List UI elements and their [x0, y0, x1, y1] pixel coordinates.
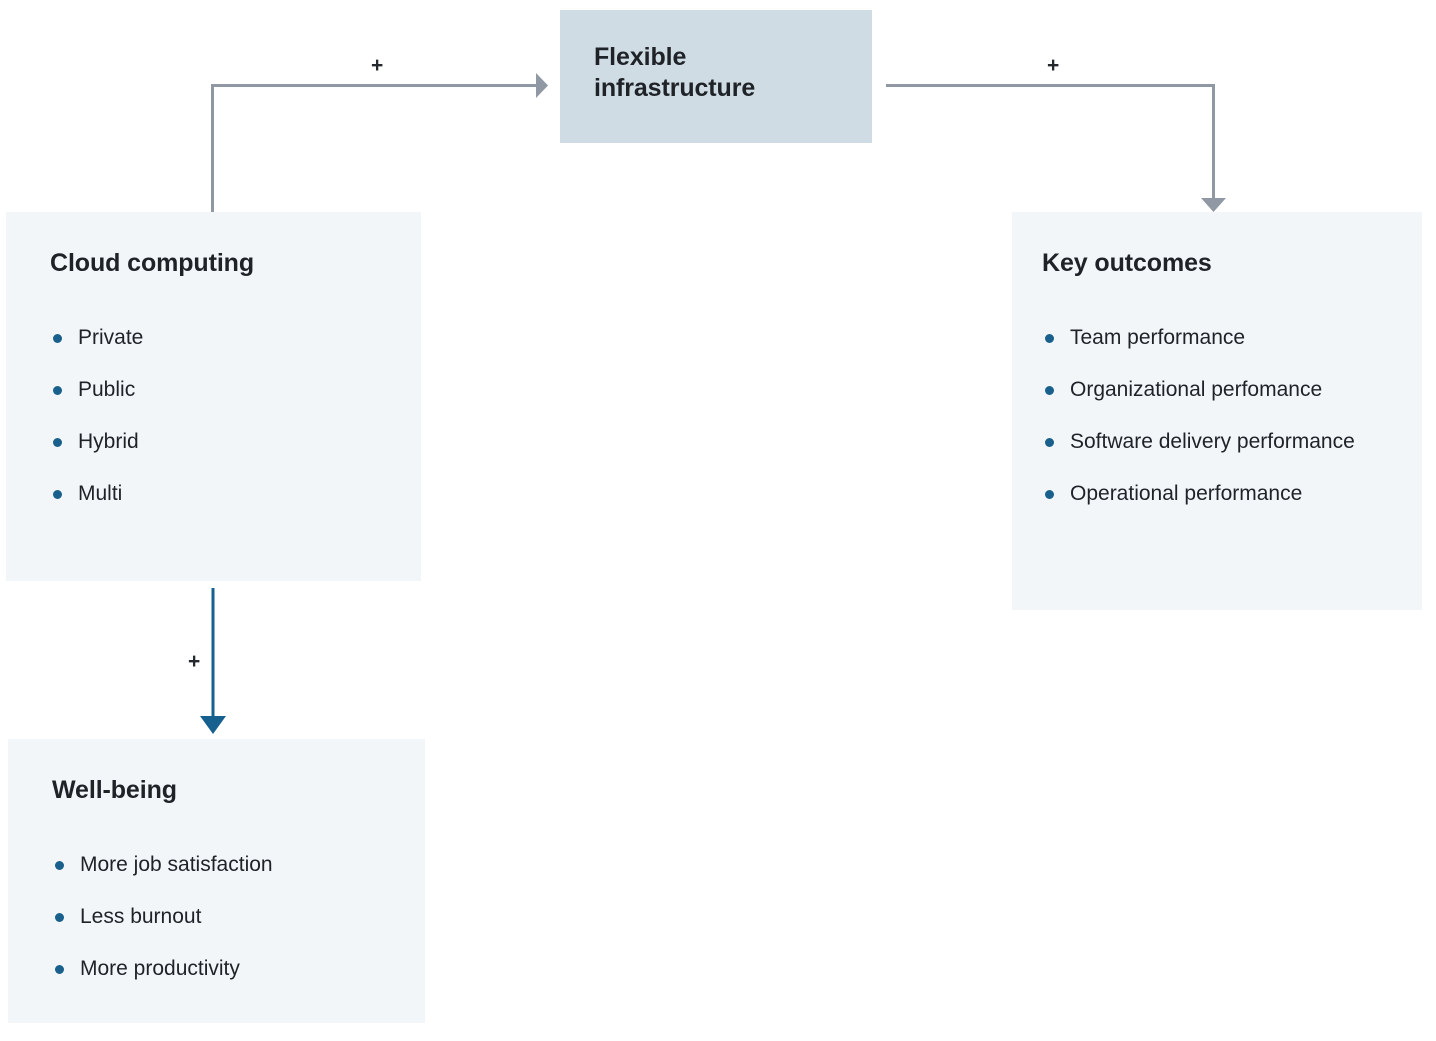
edge-label-flexible-to-outcomes: + [1047, 54, 1060, 77]
list-item-label: More job satisfaction [80, 853, 273, 876]
list-item: Private [50, 324, 390, 352]
node-cloud-computing-title: Cloud computing [50, 249, 255, 277]
list-item: Multi [50, 480, 390, 508]
bullet-icon [55, 912, 64, 922]
list-item: Software delivery performance [1042, 428, 1402, 456]
list-item-label: Team performance [1070, 326, 1246, 349]
bullet-icon [1045, 385, 1054, 395]
bullet-icon [1045, 334, 1054, 343]
list-item-label: Operational performance [1070, 481, 1303, 505]
list-item: Less burnout [52, 903, 392, 931]
list-item-label: Public [78, 377, 136, 401]
list-item-label: Private [78, 326, 144, 349]
list-item: Team performance [1042, 324, 1402, 352]
node-flexible-infrastructure-title: Flexible infrastructure [594, 43, 756, 103]
bullet-icon [53, 437, 62, 447]
list-item-label: Software delivery performance [1070, 429, 1355, 453]
cloud-computing-list: Private Public Hybrid Multi [50, 300, 390, 508]
node-well-being: Well-being More job satisfaction Less bu… [8, 739, 425, 1023]
list-item-label: Organizational perfomance [1070, 377, 1323, 401]
bullet-icon [55, 964, 64, 974]
list-item: Hybrid [50, 428, 390, 456]
bullet-icon [55, 861, 64, 870]
arrow-flexible-to-outcomes [886, 84, 1226, 212]
list-item: Public [50, 376, 390, 404]
well-being-list: More job satisfaction Less burnout More … [52, 827, 392, 983]
node-cloud-computing: Cloud computing Private Public Hybrid Mu… [6, 212, 421, 581]
arrow-cloud-to-flexible [211, 73, 548, 212]
node-well-being-title: Well-being [52, 776, 177, 804]
node-key-outcomes: Key outcomes Team performance Organizati… [1012, 212, 1422, 610]
edge-label-cloud-to-flexible: + [371, 54, 384, 77]
bullet-icon [53, 334, 62, 343]
key-outcomes-list: Team performance Organizational perfoman… [1042, 300, 1402, 508]
list-item: More productivity [52, 955, 392, 983]
list-item: More job satisfaction [52, 851, 392, 879]
list-item-label: Less burnout [80, 904, 202, 928]
node-key-outcomes-title: Key outcomes [1042, 249, 1212, 277]
bullet-icon [53, 489, 62, 499]
list-item-label: More productivity [80, 956, 240, 980]
list-item-label: Multi [78, 481, 123, 505]
arrow-cloud-to-wellbeing [200, 588, 226, 734]
list-item: Organizational perfomance [1042, 376, 1402, 404]
edge-label-cloud-to-wellbeing: + [188, 650, 201, 673]
bullet-icon [1045, 489, 1054, 499]
bullet-icon [1045, 437, 1054, 447]
list-item-label: Hybrid [78, 429, 139, 453]
list-item: Operational performance [1042, 480, 1402, 508]
node-flexible-infrastructure: Flexible infrastructure [560, 10, 872, 143]
bullet-icon [53, 385, 62, 395]
